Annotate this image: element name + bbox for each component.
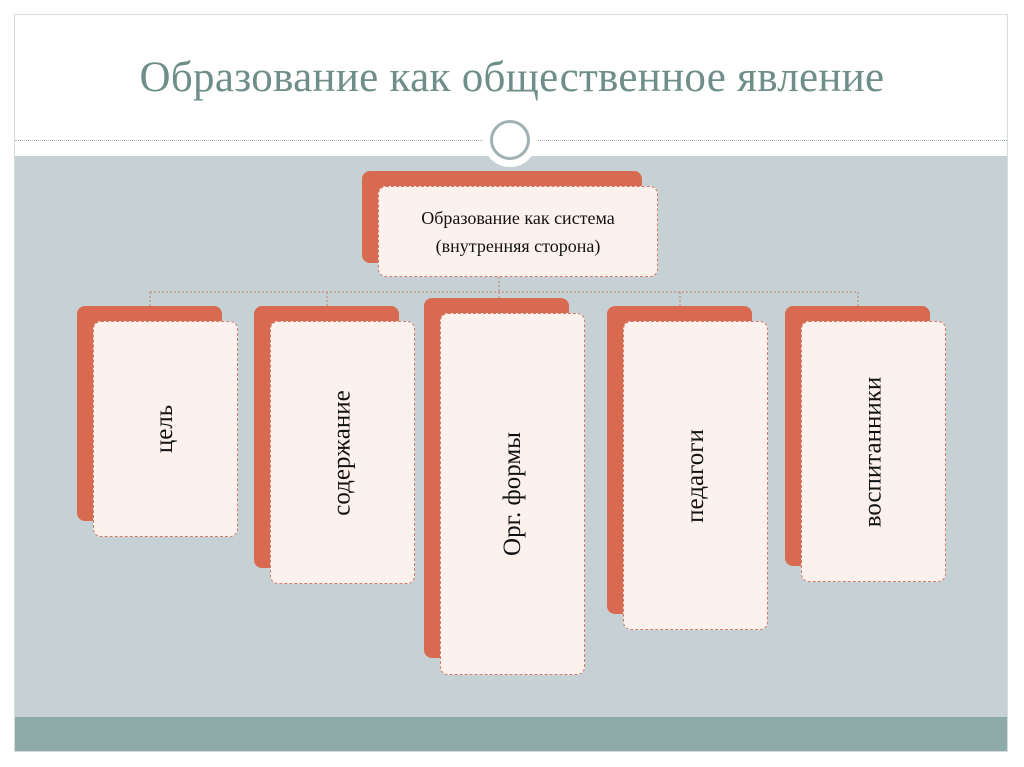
child-node-1-label: цель xyxy=(151,404,179,454)
child-node-4: педагоги xyxy=(623,321,768,630)
child-node-2: содержание xyxy=(270,321,415,584)
connector-lines xyxy=(149,277,859,306)
circle-ornament-icon xyxy=(483,113,537,167)
child-node-1: цель xyxy=(93,321,238,537)
child-node-2-label: содержание xyxy=(328,389,356,516)
footer-bar xyxy=(15,717,1007,751)
child-node-3-label: Орг. формы xyxy=(498,432,526,556)
slide: Образование как общественное явление Обр… xyxy=(14,14,1008,752)
child-node-3: Орг. формы xyxy=(440,313,585,675)
child-node-5-label: воспитанники xyxy=(859,376,887,527)
root-node-line2: (внутренняя сторона) xyxy=(435,235,601,256)
root-node-line1: Образование как система xyxy=(421,207,615,228)
child-node-5: воспитанники xyxy=(801,321,946,582)
ornament-ring xyxy=(490,120,530,160)
child-node-4-label: педагоги xyxy=(681,428,709,523)
root-node: Образование как система (внутренняя стор… xyxy=(378,186,658,277)
slide-title: Образование как общественное явление xyxy=(139,54,885,101)
